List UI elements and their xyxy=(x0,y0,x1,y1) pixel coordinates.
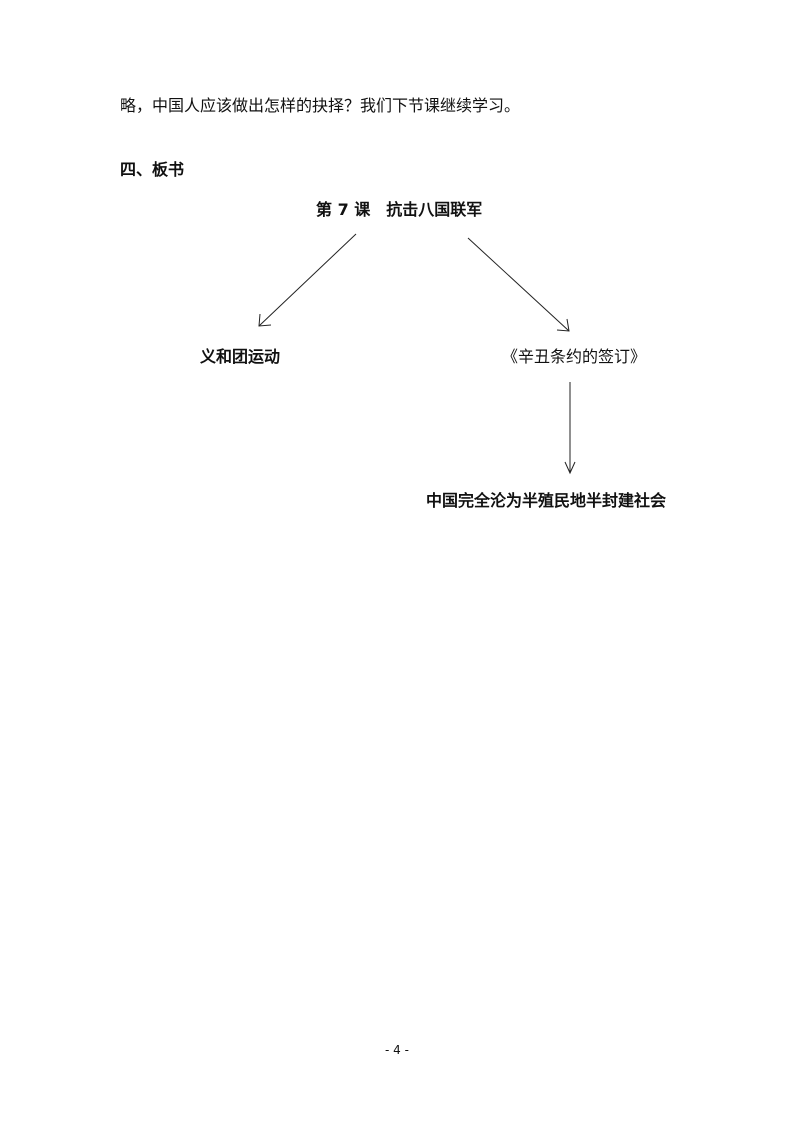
board-node-xinchou-treaty: 《辛丑条约的签订》 xyxy=(502,347,647,366)
board-node-yihetuan: 义和团运动 xyxy=(200,347,281,366)
page-number: - 4 - xyxy=(385,1043,409,1057)
arrow-head-down xyxy=(564,461,576,475)
section-heading: 四、板书 xyxy=(120,160,185,179)
arrow-head-left xyxy=(258,313,272,327)
board-node-semi-colonial: 中国完全沦为半殖民地半封建社会 xyxy=(426,491,667,510)
arrow-to-right-node xyxy=(467,237,570,332)
arrow-head-right xyxy=(556,318,570,332)
paragraph-text: 略，中国人应该做出怎样的抉择？我们下节课继续学习。 xyxy=(120,96,521,115)
arrow-to-left-node xyxy=(258,233,357,327)
board-title: 第 7 课 抗击八国联军 xyxy=(316,200,483,219)
